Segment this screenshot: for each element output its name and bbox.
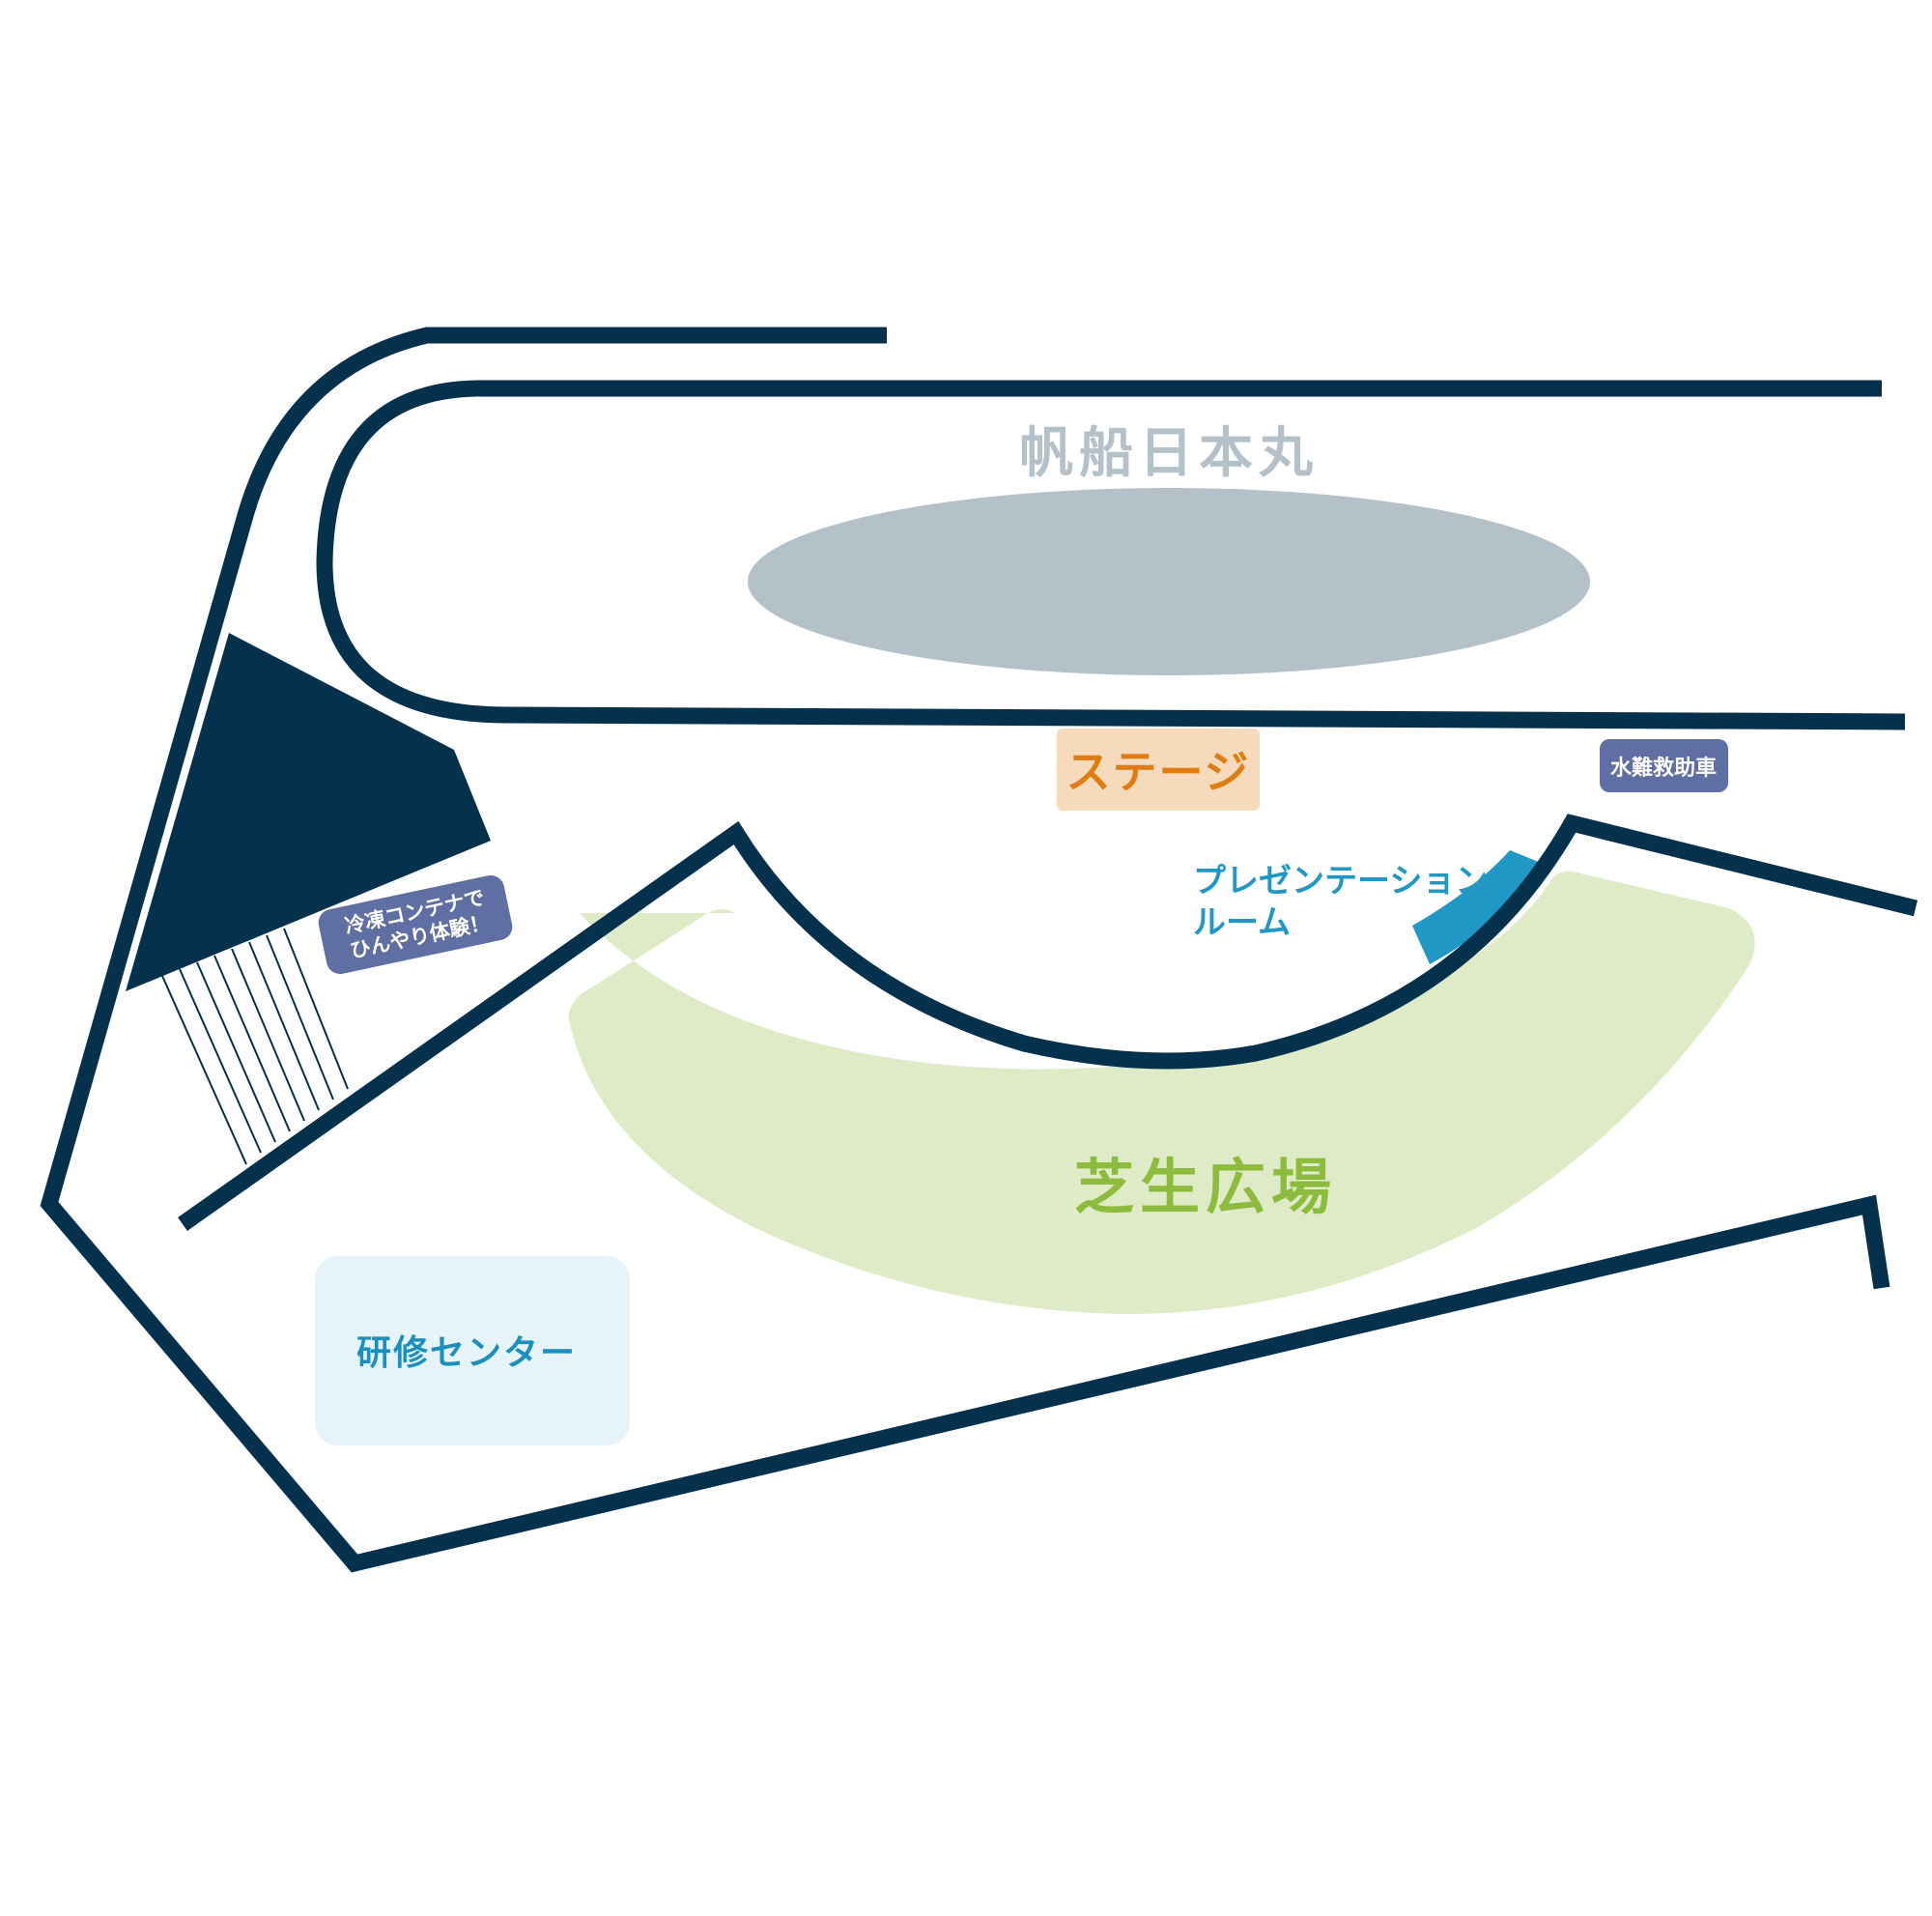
outer-west-line	[40, 327, 1890, 1573]
building-triangle	[126, 633, 491, 991]
lawn-label: 芝生広場	[1074, 1152, 1337, 1222]
lawn-area[interactable]	[568, 871, 1755, 1315]
pier-loop	[316, 380, 1906, 730]
ship-label: 帆船日本丸	[1019, 422, 1319, 485]
presentation-room-label-line2: ルーム	[1193, 903, 1291, 942]
ship-shape[interactable]	[748, 488, 1590, 675]
presentation-room-label-line1: プレゼンテーション	[1193, 862, 1488, 901]
stage-label: ステージ	[1065, 746, 1250, 798]
training-center-box[interactable]	[315, 1256, 630, 1445]
rescue-vehicle-label: 水難救助車	[1610, 756, 1717, 781]
training-center-label: 研修センター	[356, 1333, 577, 1373]
presentation-room-area[interactable]	[1412, 850, 1546, 964]
plaza-arc-line	[178, 814, 1918, 1231]
rescue-vehicle-box[interactable]	[1600, 739, 1728, 792]
stairs-stripes	[161, 928, 349, 1165]
freezer-container-box[interactable]	[316, 872, 515, 976]
walkway-lines	[40, 327, 1918, 1573]
stage-box[interactable]	[1057, 729, 1260, 811]
